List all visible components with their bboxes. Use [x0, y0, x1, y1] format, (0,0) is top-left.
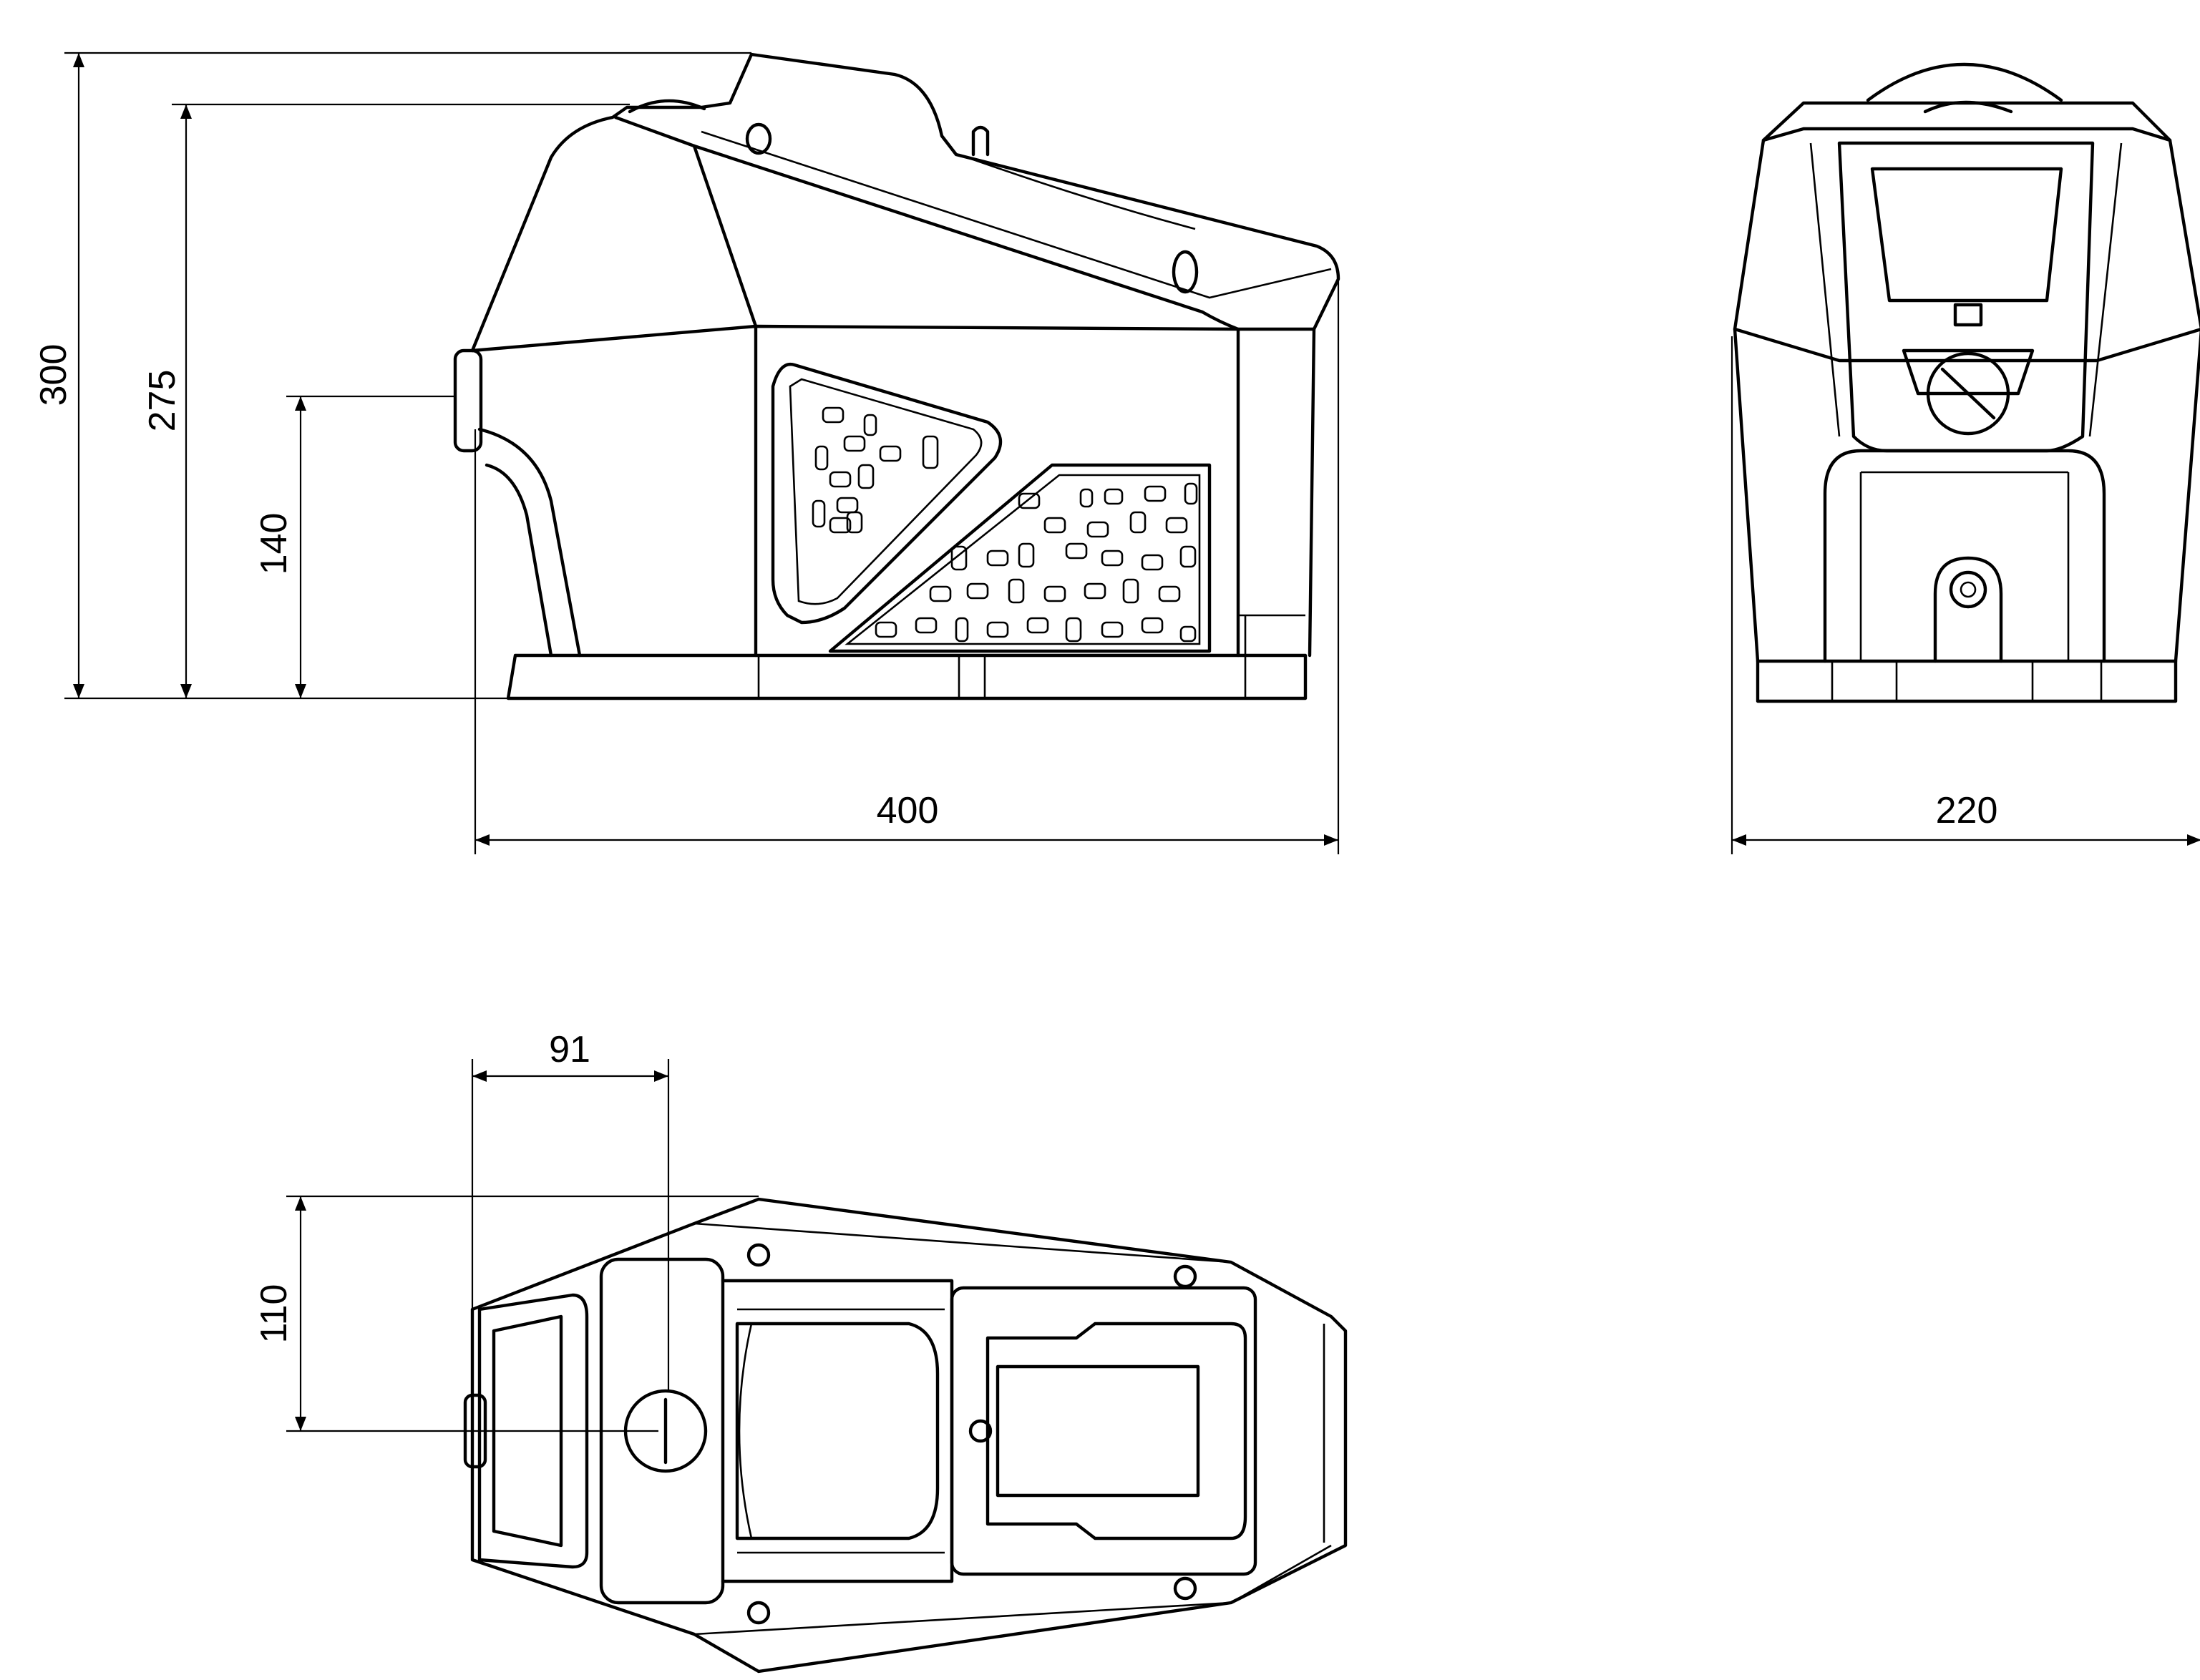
sight-hole: [745, 122, 772, 155]
top-latch: [628, 99, 706, 114]
front-base: [1756, 659, 2178, 703]
top-control-panel: [950, 1286, 1257, 1576]
top-drum: [735, 1322, 940, 1540]
top-dimensions: 91 110: [253, 1029, 759, 1432]
top-screws: [746, 1243, 1197, 1625]
top-view: 91 110: [253, 1029, 1348, 1674]
dim-offset-91: 91: [549, 1029, 590, 1070]
side-body: [453, 52, 1340, 658]
front-outlet: [1933, 556, 2003, 663]
dim-offset-110: 110: [253, 1284, 295, 1344]
top-window-left: [492, 1314, 563, 1548]
side-vent-grille: [771, 362, 1212, 653]
sight-hole: [1172, 250, 1199, 294]
dim-height-300: 300: [33, 344, 74, 406]
dim-width-220: 220: [1936, 790, 1998, 831]
outlet-knob: [453, 348, 483, 453]
dim-length-400: 400: [877, 790, 939, 831]
dim-height-140: 140: [253, 513, 295, 575]
top-outline: [470, 1197, 1348, 1674]
side-dimensions: 300 275 140 400: [33, 52, 1340, 854]
side-base: [506, 615, 1308, 700]
side-view: 300 275 140 400: [33, 52, 1340, 854]
front-view: 220: [1731, 62, 2200, 854]
vent-nipple: [971, 125, 990, 157]
top-display: [996, 1364, 1200, 1498]
front-dimensions: 220: [1731, 336, 2200, 854]
front-dome: [1866, 62, 2063, 102]
front-window: [1870, 167, 2063, 303]
front-hopper: [1837, 141, 2095, 453]
front-dial: [1926, 351, 2010, 436]
dim-height-275: 275: [142, 370, 183, 432]
